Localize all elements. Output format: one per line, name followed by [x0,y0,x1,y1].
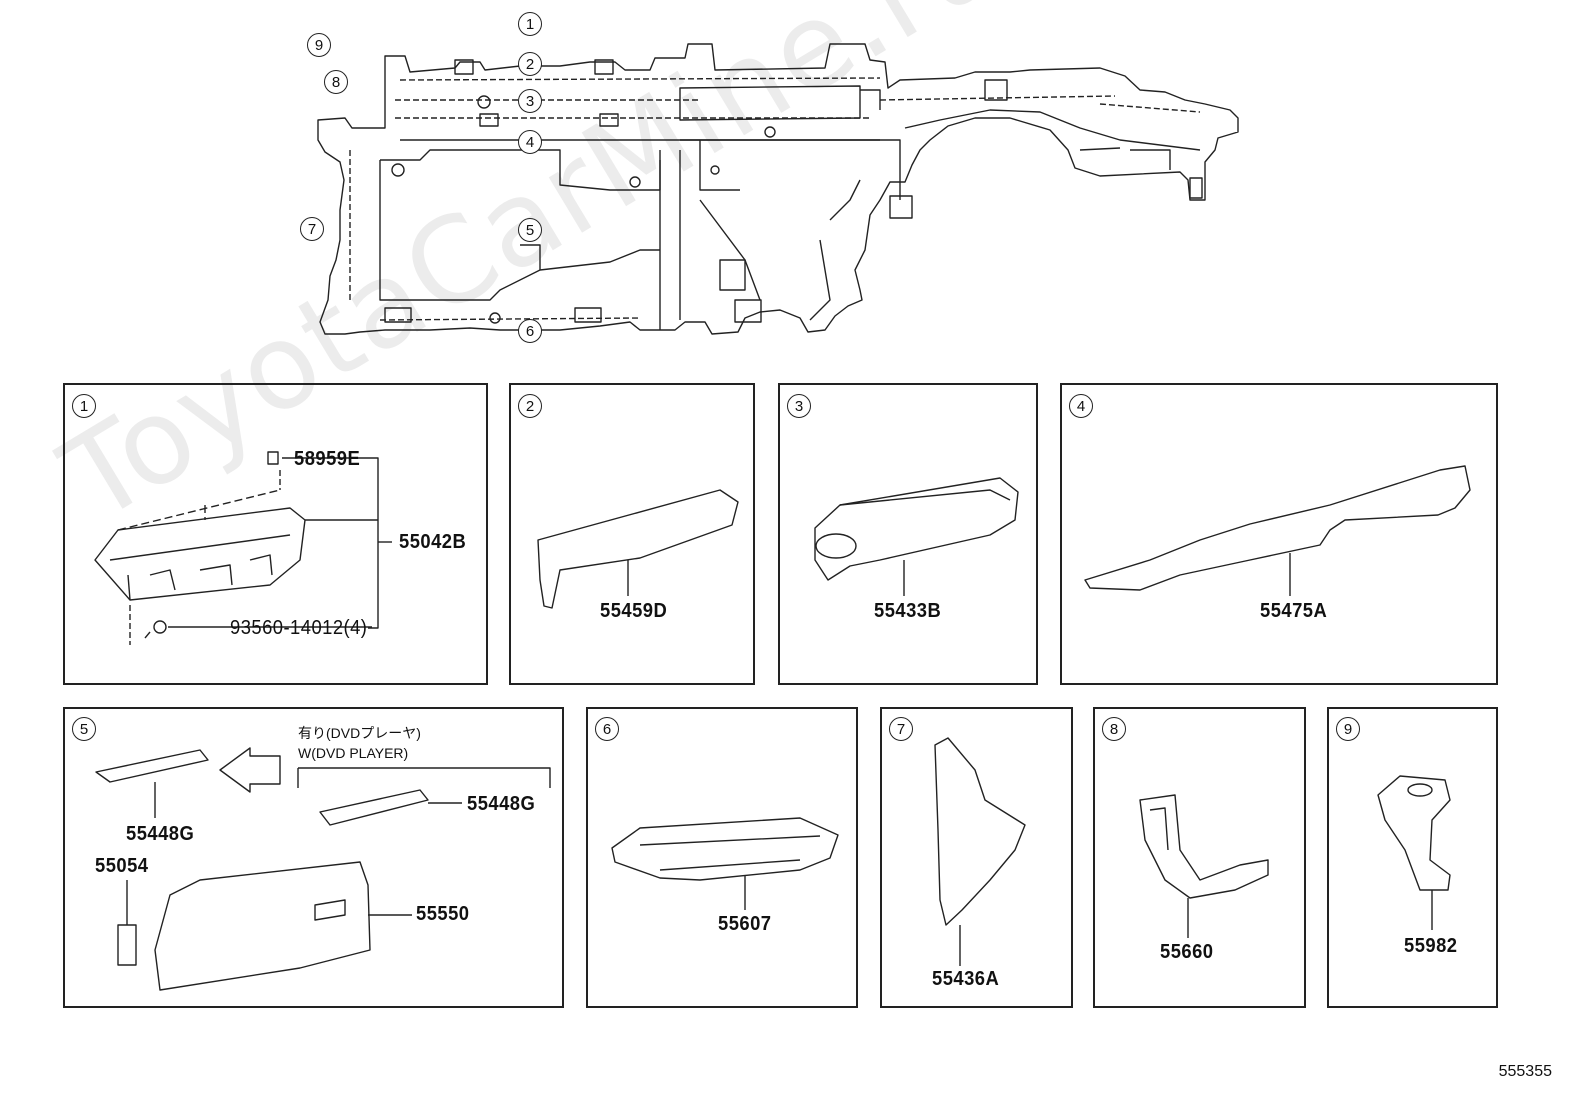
panel-1 [63,383,488,685]
callout-1: 1 [518,12,542,36]
diagram-code: 555355 [1498,1063,1552,1080]
dvd-note-jp: 有り(DVDプレーヤ) [298,725,421,741]
panel-9-number: 9 [1336,717,1360,741]
part-number-93560-14012: 93560-14012(4) [230,617,368,639]
part-number-55459D: 55459D [600,600,668,622]
part-55550-drawing [154,861,371,991]
panel-6 [586,707,858,1008]
panel-8 [1093,707,1306,1008]
part-number-55054: 55054 [95,855,149,877]
panel-1-number: 1 [72,394,96,418]
callout-2: 2 [518,52,542,76]
part-number-58959E: 58959E [294,448,361,470]
part-number-55448G-a: 55448G [126,823,195,845]
panel-5-number: 5 [72,717,96,741]
panel-5 [63,707,564,1008]
part-number-55436A: 55436A [932,968,1000,990]
part-55459D-drawing [537,489,739,609]
part-number-55550: 55550 [416,903,470,925]
part-55448G-drawing-b [319,789,429,826]
panel-6-number: 6 [595,717,619,741]
part-number-55982: 55982 [1404,935,1458,957]
panel-3-number: 3 [787,394,811,418]
part-number-55475A: 55475A [1260,600,1328,622]
callout-8: 8 [324,70,348,94]
callout-5: 5 [518,218,542,242]
panel-4-number: 4 [1069,394,1093,418]
part-93560-14012-drawing [144,620,167,639]
callout-9: 9 [307,33,331,57]
part-55448G-drawing-a [95,749,209,783]
part-55054-drawing [117,924,137,966]
panel-9 [1327,707,1498,1008]
part-number-55433B: 55433B [874,600,942,622]
panel-7 [880,707,1073,1008]
part-number-55660: 55660 [1160,941,1214,963]
part-number-55042B: 55042B [399,531,467,553]
part-55042B-drawing [94,470,306,645]
part-58959E-drawing [267,451,279,465]
part-55607-drawing [611,817,839,881]
dvd-arrow [219,747,281,793]
part-55436A-drawing [934,737,1026,926]
callout-3: 3 [518,89,542,113]
part-number-55607: 55607 [718,913,772,935]
panel-2 [509,383,755,685]
panel-7-number: 7 [889,717,913,741]
part-55982-drawing [1377,775,1451,891]
dvd-note-en: W(DVD PLAYER) [298,745,409,761]
callout-7: 7 [300,217,324,241]
part-55475A-drawing [1084,465,1471,591]
panel-3 [778,383,1038,685]
panel-8-number: 8 [1102,717,1126,741]
panel-2-number: 2 [518,394,542,418]
part-number-55448G-b: 55448G [467,793,536,815]
panel-4 [1060,383,1498,685]
part-55433B-drawing [814,477,1019,581]
part-55660-drawing [1139,794,1269,899]
callout-6: 6 [518,319,542,343]
callout-4: 4 [518,130,542,154]
